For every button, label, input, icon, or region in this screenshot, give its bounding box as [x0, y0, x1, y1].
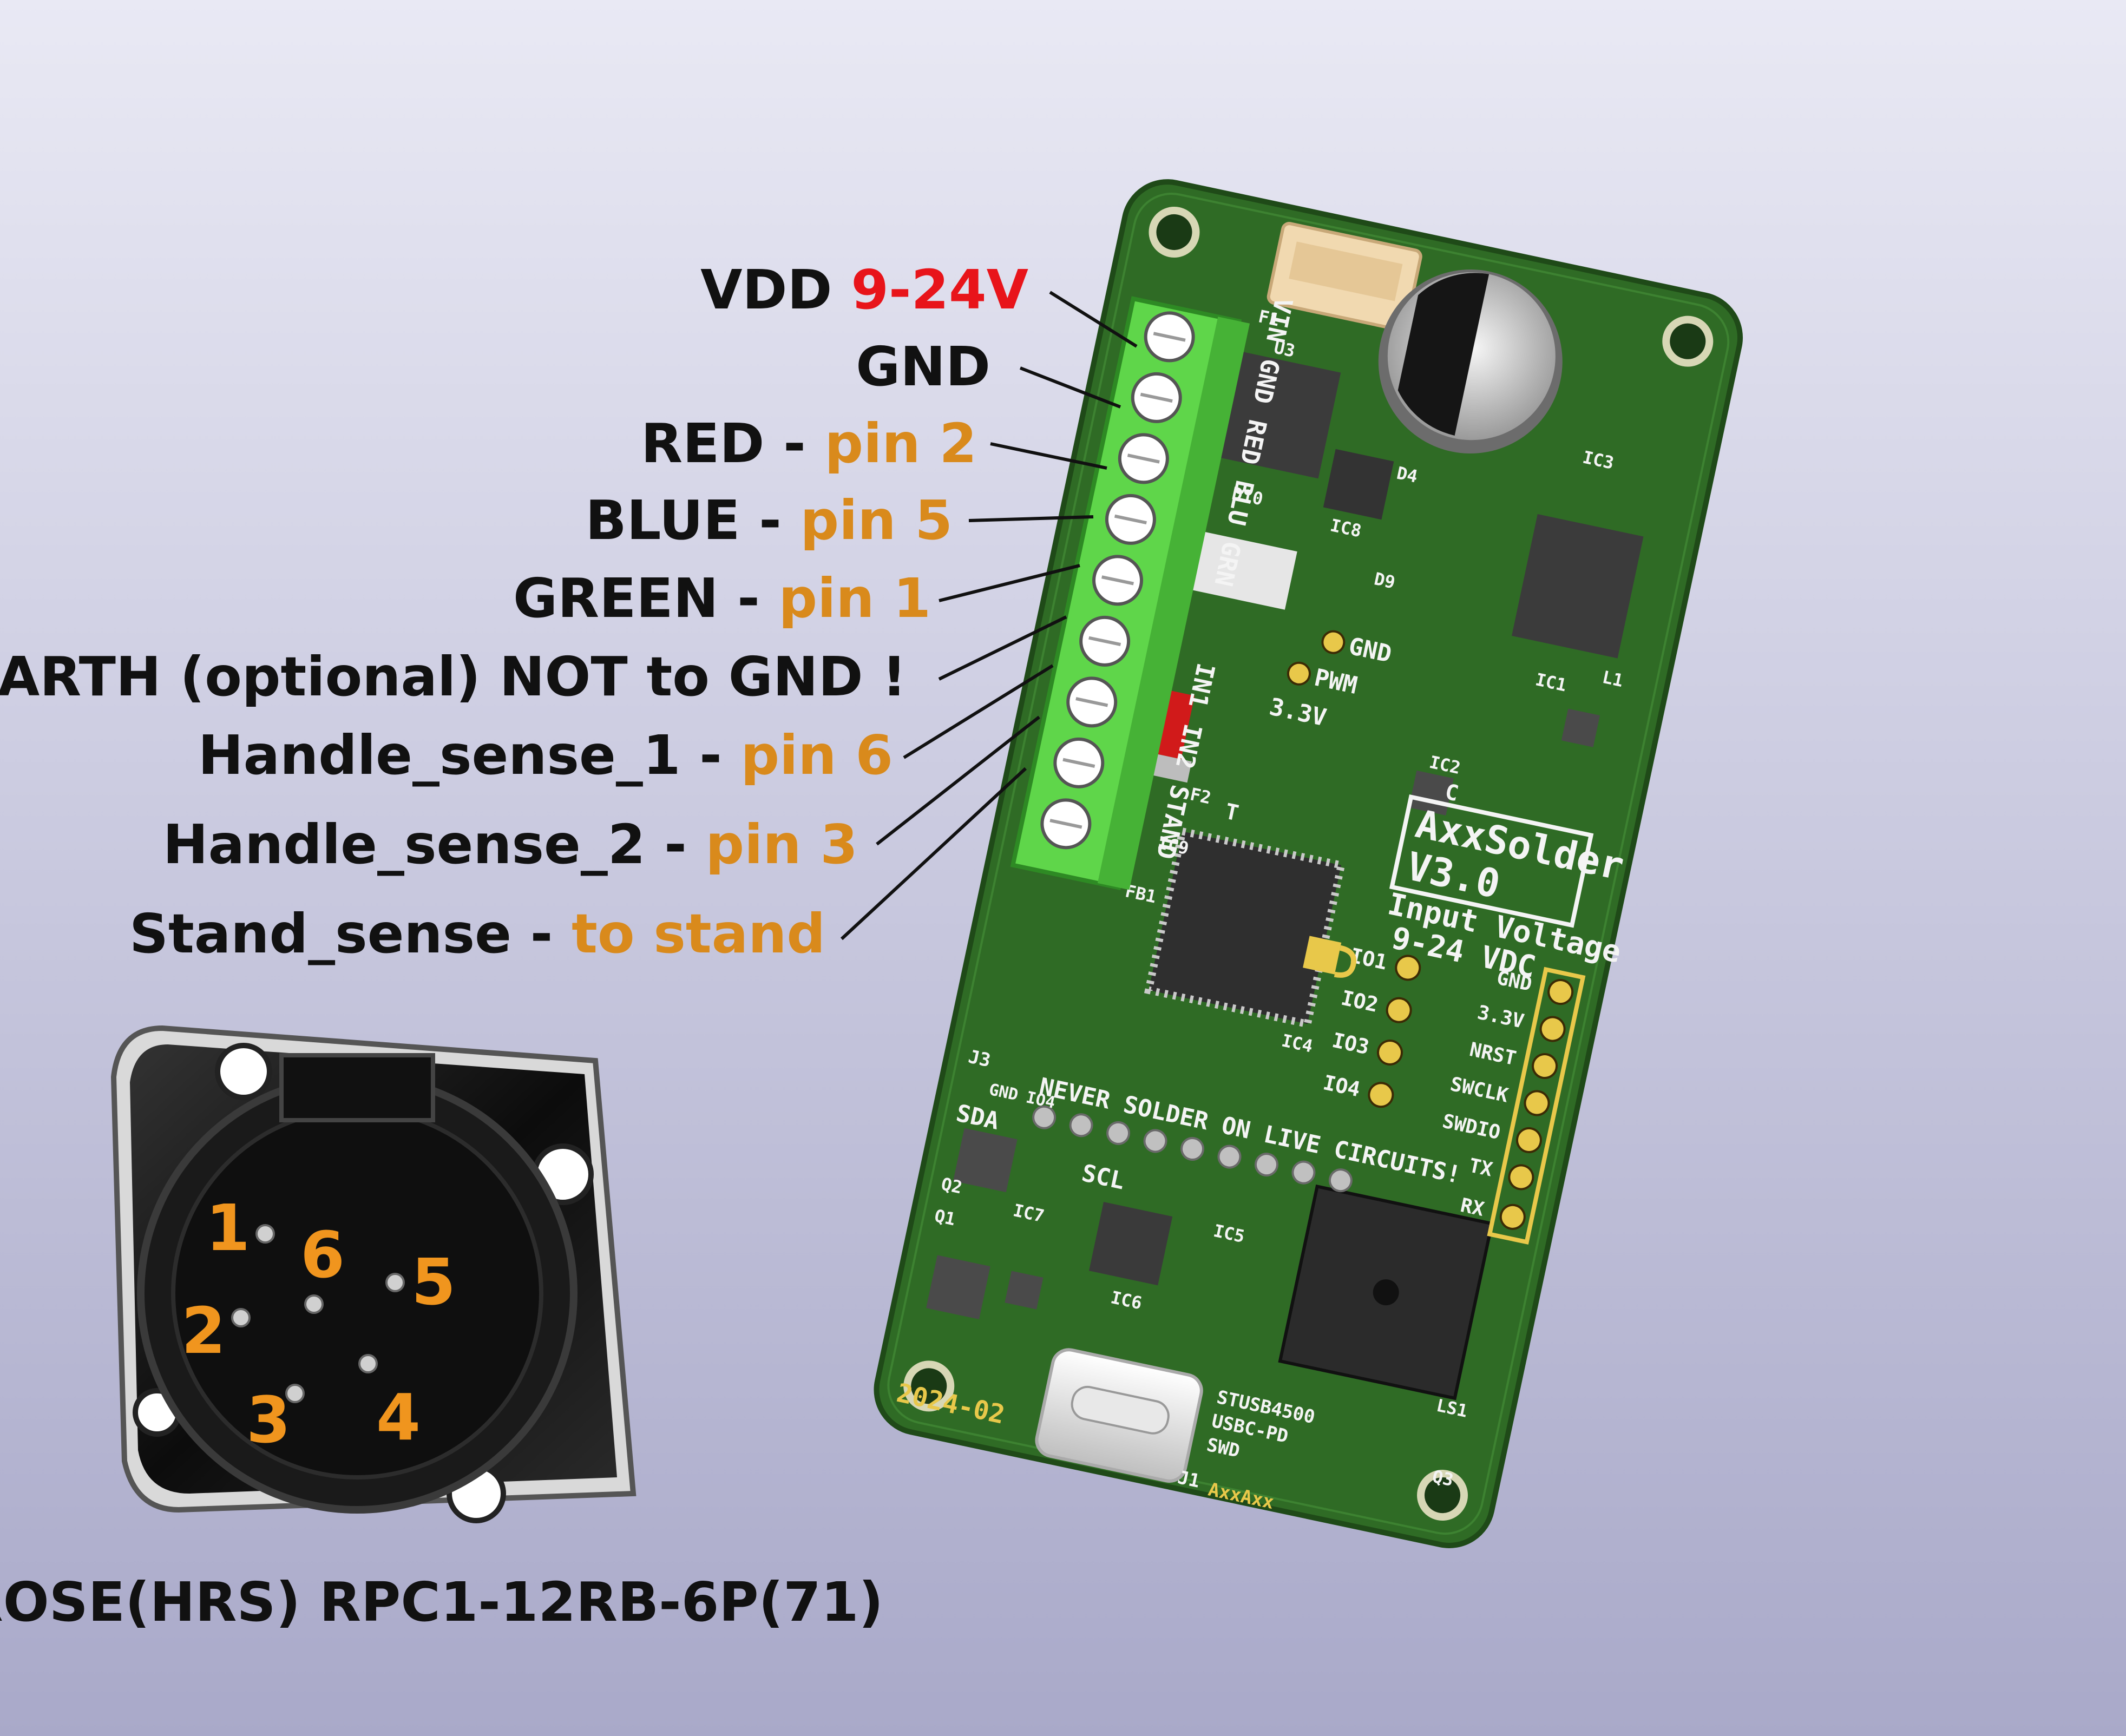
header-label: TX — [1467, 1154, 1494, 1181]
header-label: RX — [1459, 1194, 1486, 1221]
leader-line — [1019, 366, 1121, 409]
label-red-accent: pin 2 — [825, 412, 977, 475]
d9-label: D9 — [1373, 568, 1397, 593]
u3-label: U3 — [1272, 337, 1297, 361]
d4-label: D4 — [1395, 463, 1420, 487]
leader-line — [938, 615, 1067, 681]
label-handle-sense-1-main: Handle_sense_1 - — [198, 724, 741, 787]
label-blue: BLUE - pin 5 — [586, 489, 953, 552]
label-stand-sense-main: Stand_sense - — [129, 902, 572, 965]
pin-number: 3 — [246, 1383, 291, 1457]
leader-line — [990, 442, 1107, 470]
label-vdd-accent: 9-24V — [851, 258, 1028, 321]
terminal-labels: VDD 9-24V GND RED - pin 2 BLUE - pin 5 G… — [0, 258, 1028, 965]
label-handle-sense-2-main: Handle_sense_2 - — [163, 813, 706, 876]
label-green-main: GREEN - — [513, 567, 779, 630]
screw-terminal-block — [1010, 296, 1250, 890]
label-stand-sense: Stand_sense - to stand — [129, 902, 825, 965]
f1-label: F1 — [1257, 306, 1282, 330]
label-handle-sense-1: Handle_sense_1 - pin 6 — [198, 724, 893, 787]
q1-label: Q1 — [933, 1205, 957, 1229]
coffee-icon — [1303, 936, 1357, 978]
leader-lines — [840, 291, 1138, 941]
label-blue-main: BLUE - — [586, 489, 800, 552]
f2-label: F2 — [1188, 784, 1213, 808]
connector-caption: HIROSE(HRS) RPC1-12RB-6P(71) — [0, 1570, 883, 1634]
mount-hole — [215, 1043, 272, 1100]
leader-line — [903, 664, 1054, 759]
leader-line — [968, 515, 1094, 522]
leader-line — [876, 715, 1040, 846]
pcb-board: GND 3.3V NRST SWCLK SWDIO TX RX IO1 IO2 … — [874, 179, 1743, 1548]
label-vdd: VDD 9-24V — [700, 258, 1028, 321]
j3-label: J3 — [966, 1046, 992, 1072]
label-earth: EARTH (optional) NOT to GND ! — [0, 645, 907, 708]
pin-number: 5 — [411, 1245, 456, 1319]
label-gnd: GND — [856, 335, 990, 398]
prog-header — [1487, 966, 1586, 1245]
label-blue-accent: pin 5 — [800, 489, 953, 552]
hirose-connector: 1 6 5 2 3 4 — [110, 1025, 637, 1523]
label-handle-sense-2-accent: pin 3 — [706, 813, 858, 876]
label-handle-sense-1-accent: pin 6 — [741, 724, 893, 787]
pin-number: 1 — [206, 1191, 250, 1265]
label-stand-sense-accent: to stand — [572, 902, 825, 965]
q3-label: Q3 — [1431, 1466, 1455, 1490]
pin-number: 2 — [181, 1293, 226, 1368]
label-green: GREEN - pin 1 — [513, 567, 931, 630]
label-handle-sense-2: Handle_sense_2 - pin 3 — [163, 813, 858, 876]
q2-label: Q2 — [940, 1173, 964, 1198]
pin-number: 4 — [376, 1380, 421, 1455]
label-vdd-main: VDD — [700, 258, 851, 321]
j1-label: J1 — [1176, 1467, 1202, 1492]
label-red-main: RED - — [641, 412, 824, 475]
label-red: RED - pin 2 — [641, 412, 977, 475]
pin-number: 6 — [300, 1218, 345, 1292]
leader-line — [840, 767, 1027, 941]
l1-label: L1 — [1600, 667, 1625, 691]
leader-line — [1049, 291, 1138, 348]
leader-line — [939, 564, 1080, 602]
connector-pin-holes — [231, 1224, 405, 1403]
label-green-accent: pin 1 — [779, 567, 931, 630]
